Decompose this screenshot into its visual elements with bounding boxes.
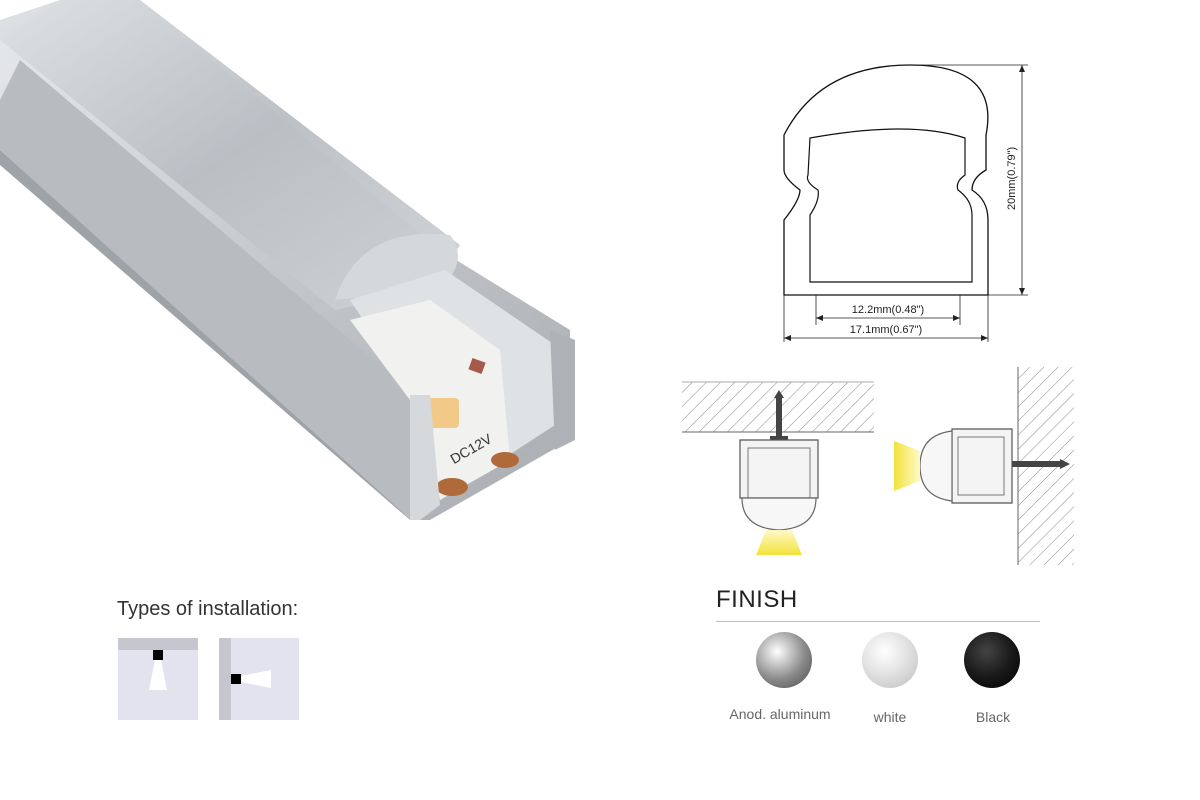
finish-label-white: white: [873, 709, 907, 725]
installation-type-ceiling-icon: [118, 638, 198, 720]
finish-swatch-white[interactable]: [862, 632, 918, 688]
dimension-inner-width: 12.2mm(0.48"): [852, 304, 924, 316]
installation-type-wall-icon: [219, 638, 299, 720]
installation-title: Types of installation:: [117, 598, 299, 620]
dimension-outer-width: 17.1mm(0.67"): [850, 324, 922, 336]
finish-title: FINISH: [716, 586, 798, 613]
dimension-height: 20mm(0.79"): [1006, 147, 1018, 210]
ceiling-mount-diagram: [682, 381, 874, 555]
profile-cross-section: 20mm(0.79") 12.2mm(0.48") 17.1mm(0.67"): [783, 64, 1028, 342]
finish-swatch-anodized-aluminum[interactable]: [756, 632, 812, 688]
finish-swatch-black[interactable]: [964, 632, 1020, 688]
product-photo: DC12V: [0, 0, 575, 520]
wall-mount-diagram: [894, 367, 1074, 565]
finish-label-anodized-aluminum: Anod. aluminum: [729, 706, 831, 722]
finish-divider: [716, 621, 1040, 622]
finish-label-black: Black: [975, 709, 1011, 725]
